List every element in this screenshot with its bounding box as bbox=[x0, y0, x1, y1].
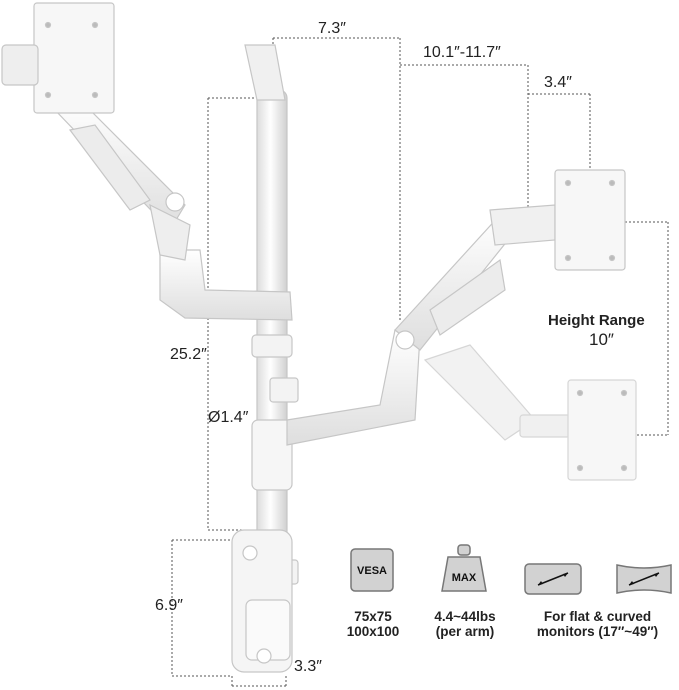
pole-height-label: 25.2″ bbox=[170, 346, 207, 363]
height-range-label: Height Range bbox=[548, 312, 645, 329]
weight-spec: 4.4~44lbs (per arm) bbox=[420, 609, 510, 639]
weight-spec-line2: (per arm) bbox=[435, 624, 495, 639]
weight-icon: MAX bbox=[441, 544, 487, 592]
flat-monitor-icon bbox=[524, 563, 582, 595]
monitor-type-spec-line2: monitors (17″~49″) bbox=[536, 624, 659, 639]
base-height-label: 6.9″ bbox=[155, 597, 183, 614]
vesa-icon-text: VESA bbox=[357, 565, 387, 577]
monitor-type-spec: For flat & curved monitors (17″~49″) bbox=[520, 609, 675, 639]
tilt-depth-label: 3.4″ bbox=[544, 74, 572, 91]
height-range-value: 10″ bbox=[589, 330, 614, 349]
arm-reach-label: 10.1″-11.7″ bbox=[423, 44, 501, 61]
vesa-spec-line1: 75x75 bbox=[354, 609, 392, 624]
top-width-label: 7.3″ bbox=[318, 20, 346, 37]
vesa-spec-line2: 100x100 bbox=[346, 624, 400, 639]
curved-monitor-icon bbox=[616, 564, 672, 594]
vesa-icon: VESA bbox=[350, 548, 394, 592]
weight-icon-text: MAX bbox=[452, 572, 477, 584]
vesa-spec: 75x75 100x100 bbox=[343, 609, 403, 639]
weight-spec-line1: 4.4~44lbs bbox=[434, 609, 496, 624]
base-width-label: 3.3″ bbox=[294, 658, 322, 675]
monitor-type-spec-line1: For flat & curved bbox=[543, 609, 652, 624]
pole-diameter-label: Ø1.4″ bbox=[208, 409, 249, 426]
